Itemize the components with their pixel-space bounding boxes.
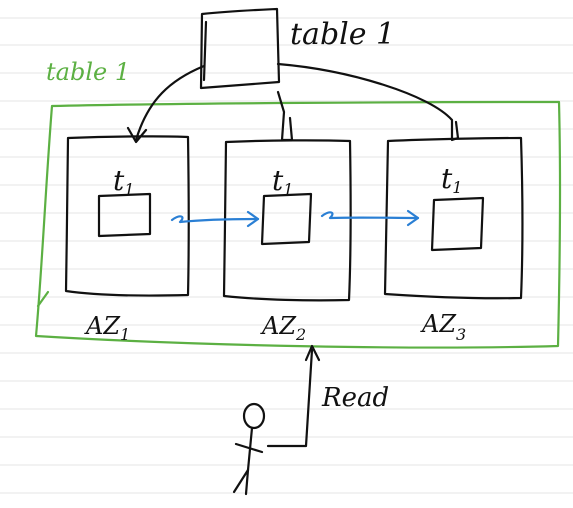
connector-az3 — [276, 62, 460, 142]
replica-box — [260, 192, 313, 246]
replica-label: t1 — [272, 164, 293, 199]
replica-box — [97, 192, 152, 238]
replication-arrow-icon — [170, 210, 260, 228]
replica-label: t1 — [113, 164, 134, 199]
replica-label: t1 — [441, 162, 462, 197]
source-table-label: table 1 — [290, 17, 395, 52]
connector-az2 — [276, 90, 294, 142]
az-label: AZ2 — [260, 312, 306, 344]
az-box — [222, 139, 352, 302]
replication-arrow-icon — [320, 209, 420, 227]
region-box — [34, 100, 562, 349]
ruled-lines — [0, 17, 573, 494]
source-table: table 1 — [199, 7, 395, 90]
read-path: Read — [266, 344, 389, 448]
availability-zone-2: t1 AZ2 — [222, 139, 352, 344]
read-label: Read — [321, 383, 389, 413]
read-arrow — [266, 348, 314, 448]
az-box — [383, 136, 524, 300]
az-box — [64, 135, 190, 297]
az-label: AZ3 — [420, 310, 466, 344]
availability-zone-3: t1 AZ3 — [383, 136, 524, 344]
region: table 1 — [34, 58, 562, 349]
region-label: table 1 — [46, 58, 130, 86]
connector-az1 — [134, 64, 206, 142]
source-table-box — [199, 7, 281, 90]
az-label: AZ1 — [84, 312, 130, 344]
availability-zone-1: t1 AZ1 — [64, 135, 190, 344]
stick-figure-icon — [232, 402, 266, 496]
replica-box — [430, 196, 485, 252]
source-connectors — [126, 62, 460, 144]
